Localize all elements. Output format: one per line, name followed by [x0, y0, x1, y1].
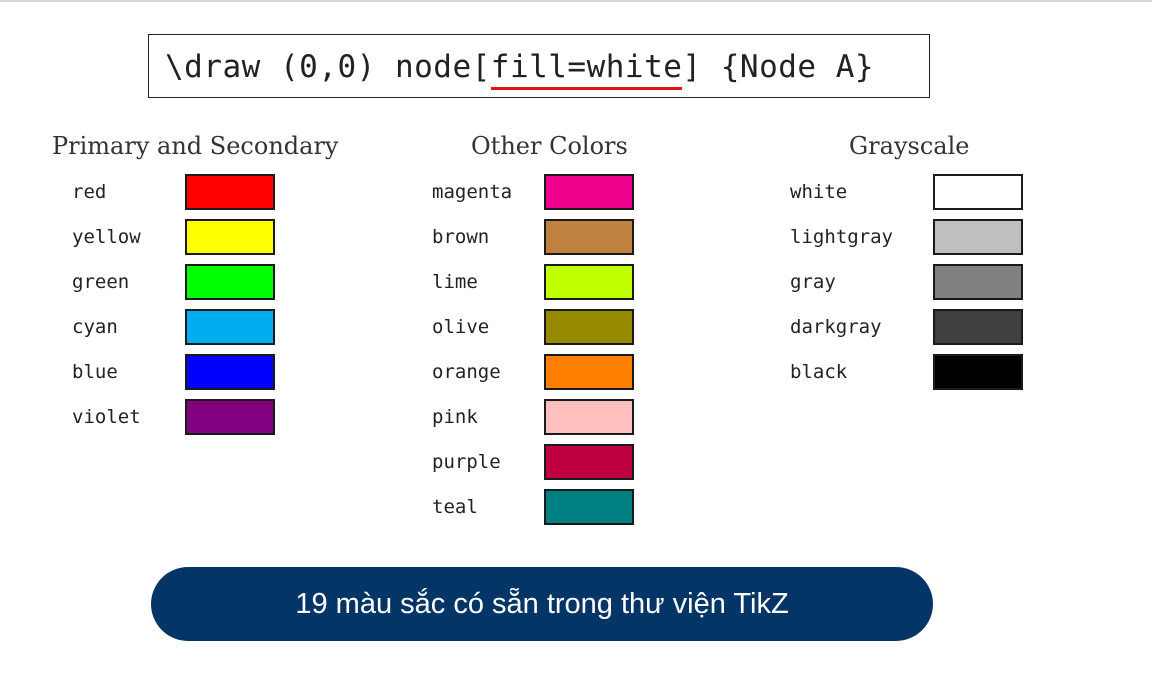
caption-banner: 19 màu sắc có sẵn trong thư viện TikZ: [151, 567, 933, 641]
top-divider: [0, 0, 1152, 2]
color-swatch: [544, 174, 634, 210]
color-name: red: [72, 181, 107, 203]
color-name: darkgray: [790, 316, 882, 338]
color-swatch: [185, 264, 275, 300]
code-after: ] {Node A}: [682, 49, 875, 85]
color-name: yellow: [72, 226, 141, 248]
color-name: white: [790, 181, 848, 203]
color-name: purple: [432, 451, 501, 473]
color-name: olive: [432, 316, 490, 338]
color-name: pink: [432, 406, 478, 428]
color-name: orange: [432, 361, 501, 383]
code-line: \draw (0,0) node[fill=white] {Node A}: [165, 47, 874, 90]
color-swatch: [544, 399, 634, 435]
color-swatch: [544, 489, 634, 525]
column-title: Primary and Secondary: [52, 132, 339, 160]
color-name: magenta: [432, 181, 513, 203]
color-swatch: [544, 309, 634, 345]
color-name: gray: [790, 271, 836, 293]
color-swatch: [933, 264, 1023, 300]
code-highlight-fill-option: fill=white: [490, 50, 683, 90]
color-swatch: [933, 219, 1023, 255]
color-swatch: [933, 309, 1023, 345]
color-swatch: [544, 264, 634, 300]
color-swatch: [544, 354, 634, 390]
color-name: green: [72, 271, 130, 293]
color-swatch: [933, 174, 1023, 210]
color-name: lightgray: [790, 226, 893, 248]
column-title: Grayscale: [849, 132, 970, 160]
color-swatch: [185, 219, 275, 255]
color-swatch: [933, 354, 1023, 390]
color-swatch: [185, 399, 275, 435]
color-name: cyan: [72, 316, 118, 338]
color-name: blue: [72, 361, 118, 383]
color-swatch: [544, 444, 634, 480]
color-swatch: [185, 309, 275, 345]
code-example-box: \draw (0,0) node[fill=white] {Node A}: [148, 34, 930, 98]
color-name: black: [790, 361, 848, 383]
code-before: \draw (0,0) node[: [165, 49, 491, 85]
caption-text: 19 màu sắc có sẵn trong thư viện TikZ: [295, 587, 789, 620]
color-swatch: [185, 354, 275, 390]
color-name: violet: [72, 406, 141, 428]
column-title: Other Colors: [471, 132, 628, 160]
color-swatch: [185, 174, 275, 210]
color-name: teal: [432, 496, 478, 518]
color-name: lime: [432, 271, 478, 293]
color-swatch: [544, 219, 634, 255]
color-name: brown: [432, 226, 490, 248]
